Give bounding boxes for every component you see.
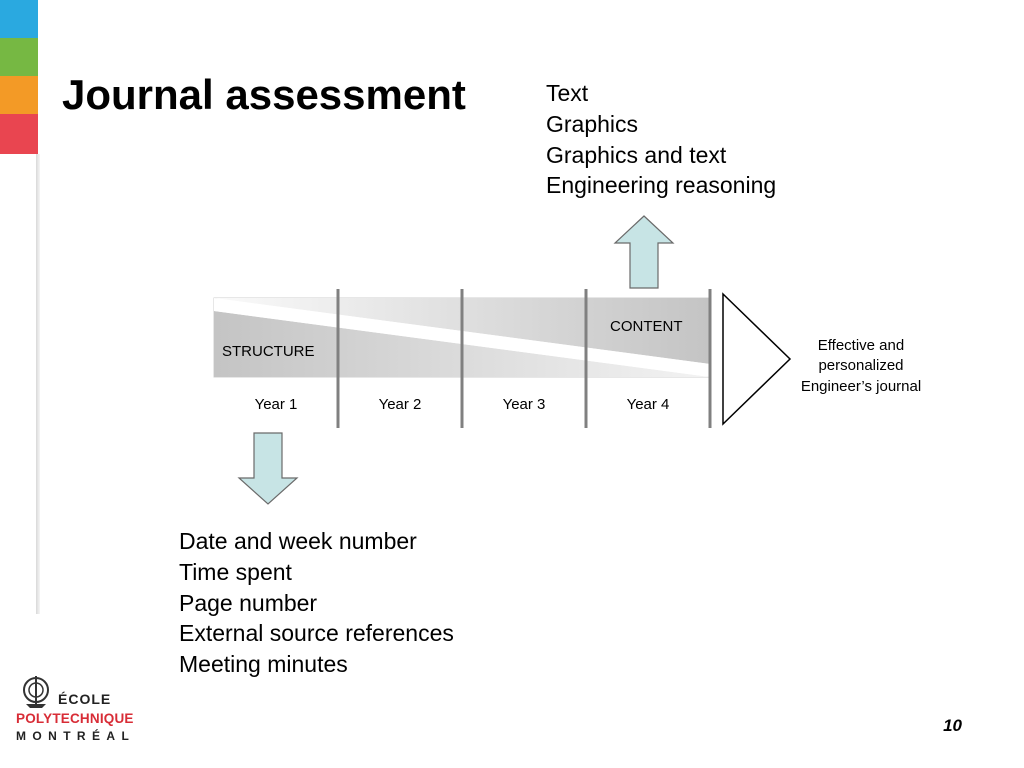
structure-items-list: Date and week number Time spent Page num… — [179, 526, 454, 680]
list-item: Graphics — [546, 110, 639, 137]
list-item: Text — [546, 80, 589, 106]
list-item: Meeting minutes — [179, 651, 348, 678]
list-item: Page number — [179, 589, 318, 616]
left-margin-line — [36, 154, 40, 614]
content-items-list: Text Graphics Graphics and text Engineer… — [546, 78, 776, 201]
slide-title: Journal assessment — [62, 71, 466, 118]
structure-label: STRUCTURE — [222, 343, 315, 360]
school-emblem-icon — [23, 676, 49, 708]
list-item: Time spent — [179, 558, 292, 585]
accent-stripe-orange — [0, 76, 38, 114]
year-label: Year 1 — [255, 396, 298, 413]
logo-line-polytechnique: POLYTECHNIQUE — [16, 711, 134, 726]
year-label: Year 2 — [379, 396, 422, 413]
school-logo: ÉCOLE POLYTECHNIQUE MONTRÉAL — [16, 673, 140, 745]
down-arrow-icon — [237, 432, 299, 505]
up-arrow-icon — [613, 215, 675, 289]
outcome-label: personalized — [818, 357, 903, 374]
list-item: External source references — [179, 620, 454, 647]
year-label: Year 4 — [627, 396, 670, 413]
year-label: Year 3 — [503, 396, 546, 413]
accent-stripe-green — [0, 38, 38, 76]
page-number: 10 — [943, 716, 962, 735]
list-item: Graphics and text — [546, 141, 727, 168]
content-label: CONTENT — [610, 318, 683, 335]
accent-stripe-blue — [0, 0, 38, 38]
list-item: Date and week number — [179, 528, 417, 554]
outcome-label: Engineer’s journal — [801, 378, 921, 395]
outcome-triangle-icon — [722, 292, 792, 426]
logo-line-ecole: ÉCOLE — [58, 691, 112, 707]
list-item: Engineering reasoning — [546, 172, 777, 199]
outcome-label: Effective and — [818, 337, 904, 354]
logo-line-montreal: MONTRÉAL — [16, 729, 136, 743]
accent-stripe-red — [0, 114, 38, 154]
